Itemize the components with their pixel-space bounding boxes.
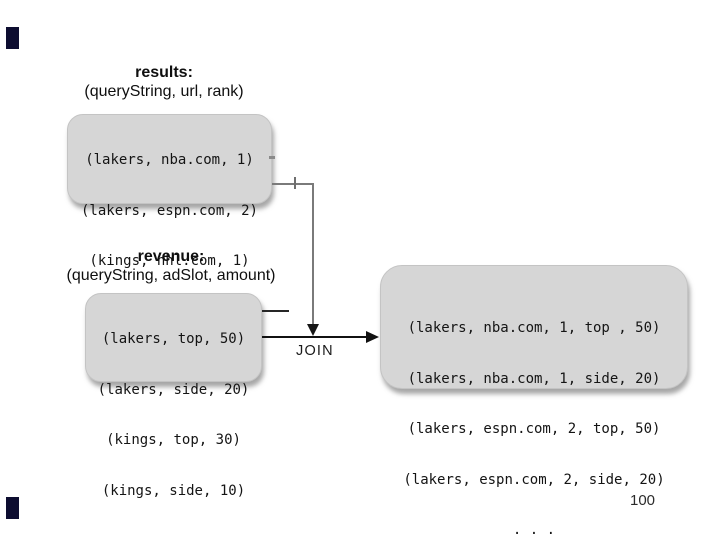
connector-tick-mark — [294, 177, 296, 189]
join-output-box: (lakers, nba.com, 1, top , 50) (lakers, … — [380, 265, 688, 538]
results-schema: (queryString, url, rank) — [84, 83, 244, 100]
slide-corner-marker-bottom — [6, 497, 19, 519]
revenue-tuple-list: (lakers, top, 50) (lakers, side, 20) (ki… — [86, 294, 261, 532]
tuple-row: (lakers, espn.com, 2) — [80, 202, 258, 219]
tuple-row: (lakers, espn.com, 2, top, 50) — [407, 421, 661, 438]
tuple-row: (kings, nhl.com, 1) — [89, 253, 250, 270]
tuple-row: (lakers, nba.com, 1, top , 50) — [407, 320, 661, 336]
tuple-row: (lakers, nba.com, 1, side, 20) — [407, 370, 661, 387]
revenue-header: revenue: (queryString, adSlot, amount) — [45, 247, 297, 286]
results-header: results: (queryString, url, rank) — [53, 63, 275, 102]
results-connector-vertical — [312, 183, 314, 324]
tuple-row: (lakers, top, 50) — [101, 331, 246, 347]
page-number: 100 — [630, 492, 656, 509]
results-title: results: — [135, 64, 193, 81]
down-arrowhead-icon — [307, 324, 319, 336]
revenue-schema: (queryString, adSlot, amount) — [66, 267, 276, 284]
ellipsis-row: . . . — [512, 522, 556, 539]
join-arrow-line — [262, 336, 367, 338]
revenue-tuple-box: (lakers, top, 50) (lakers, side, 20) (ki… — [85, 293, 262, 499]
slide-corner-marker-top — [6, 27, 19, 49]
revenue-stub-line — [262, 310, 289, 312]
results-tuple-box: (lakers, nba.com, 1) (lakers, espn.com, … — [67, 114, 272, 320]
results-box-stub-dash — [269, 156, 275, 159]
join-output-tuple-list: (lakers, nba.com, 1, top , 50) (lakers, … — [381, 266, 687, 540]
tuple-row: (lakers, espn.com, 2, side, 20) — [403, 471, 665, 488]
tuple-row: (kings, top, 30) — [106, 432, 241, 449]
right-arrowhead-icon — [366, 331, 379, 343]
join-label: JOIN — [296, 343, 334, 359]
tuple-row: (lakers, side, 20) — [97, 381, 250, 398]
revenue-title: revenue: — [137, 248, 205, 265]
results-connector-horizontal — [272, 183, 314, 185]
tuple-row: (kings, side, 10) — [101, 482, 246, 499]
tuple-row: (lakers, nba.com, 1) — [85, 152, 254, 168]
